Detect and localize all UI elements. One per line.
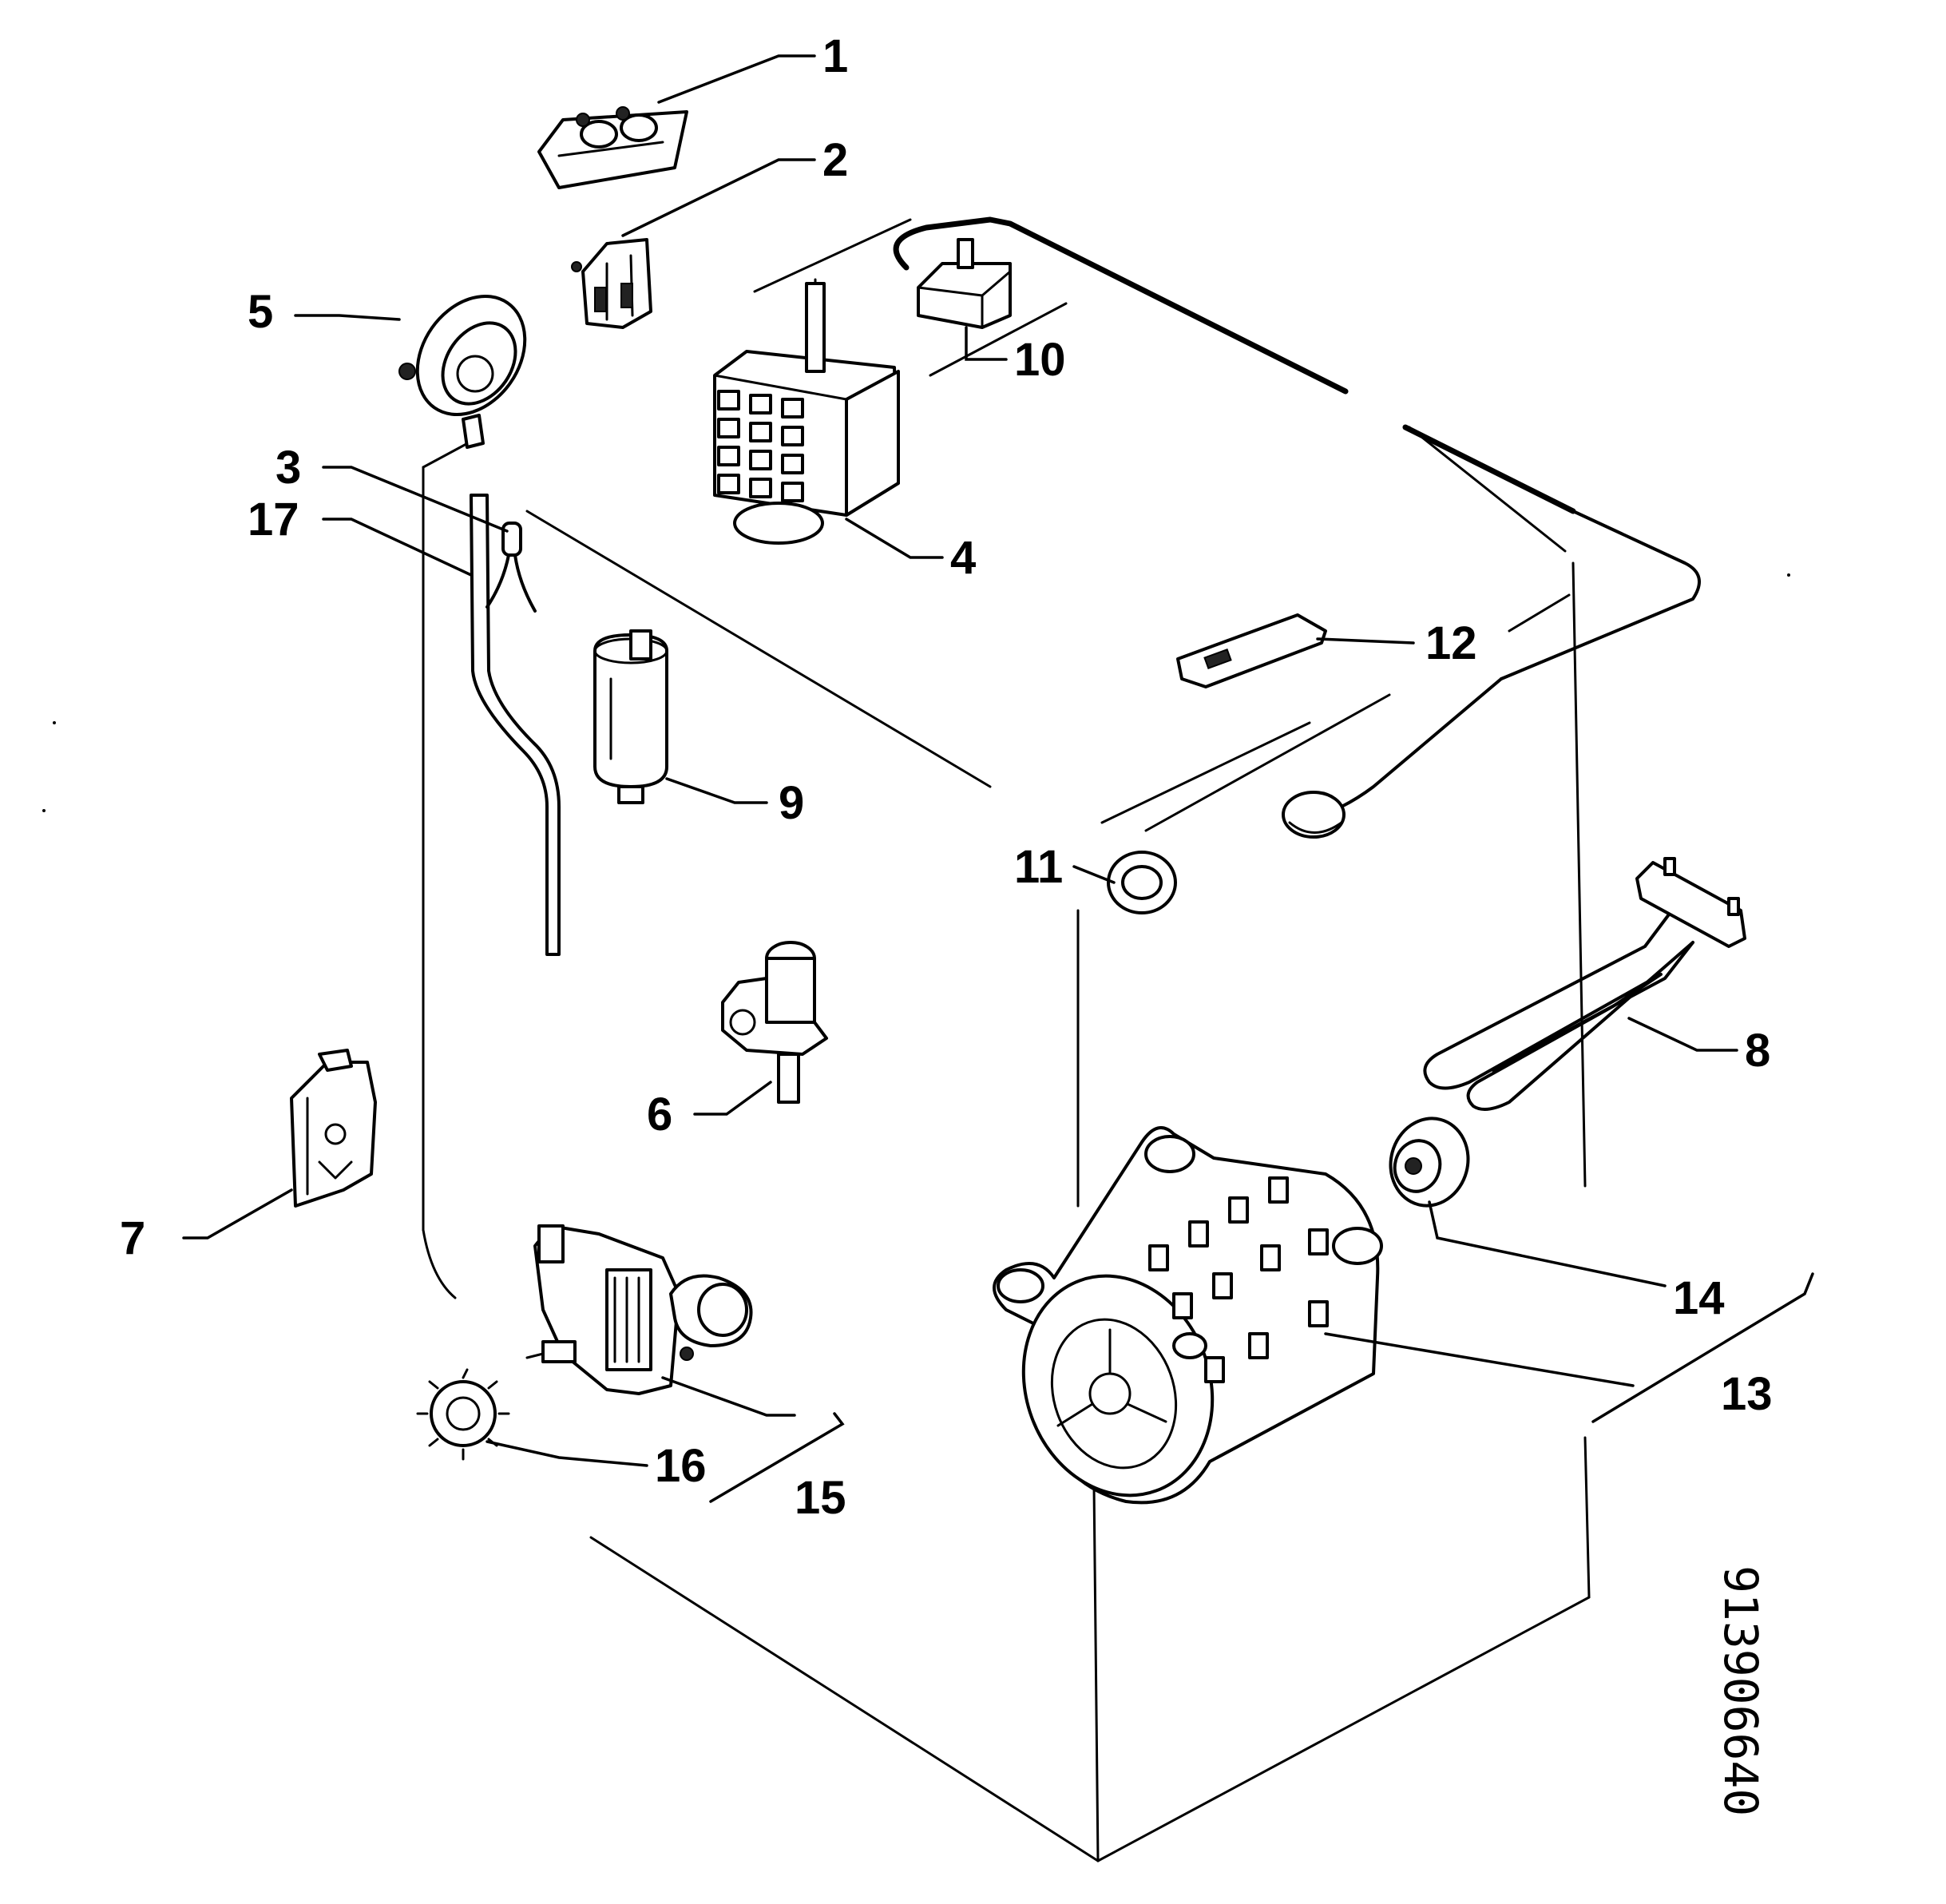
callout-16: 16: [655, 1440, 707, 1492]
callout-13: 13: [1721, 1368, 1773, 1420]
part-16-pump-impeller: [416, 1368, 510, 1461]
callout-1: 1: [822, 30, 848, 82]
part-17-pressure-hose: [470, 494, 561, 956]
callout-8: 8: [1745, 1025, 1770, 1077]
part-1-connector-block: [537, 106, 688, 189]
callout-6: 6: [647, 1089, 672, 1140]
callout-7: 7: [120, 1212, 145, 1264]
callout-15: 15: [795, 1472, 846, 1524]
indicator-lamp: [1282, 791, 1346, 839]
callout-labels: 1 2 3 4 5 6 7 8 9 10 11 12 13 14 15 16 1…: [120, 30, 1773, 1524]
part-3-sensor-wire: [486, 522, 537, 613]
callout-2: 2: [822, 134, 848, 186]
part-11-grommet: [1107, 851, 1177, 914]
part-4-programmer-timer: [713, 278, 900, 545]
leader-lines: [182, 54, 1814, 1503]
callout-4: 4: [950, 532, 976, 584]
part-7-door-catch: [290, 1049, 377, 1208]
part-6-inlet-valve: [721, 941, 828, 1104]
cabinet-outline: [422, 218, 1591, 1862]
callout-14: 14: [1673, 1272, 1725, 1324]
speck: [42, 809, 46, 812]
part-9-capacitor: [593, 629, 668, 804]
speck: [1787, 573, 1790, 577]
part-5-pressure-switch: [398, 294, 527, 449]
callout-10: 10: [1014, 334, 1066, 386]
part-8-heating-element: [1423, 857, 1746, 1111]
callout-9: 9: [779, 777, 804, 829]
part-14-motor-pulley: [1389, 1117, 1470, 1208]
reference-code: 913906640: [1714, 1565, 1768, 1816]
part-2-switch: [571, 238, 652, 329]
part-12-bracket: [1176, 613, 1327, 688]
callout-17: 17: [248, 494, 299, 545]
callout-12: 12: [1425, 617, 1477, 669]
part-10-thermostat: [917, 238, 1012, 329]
wire-harness: [893, 216, 1701, 808]
speck: [53, 721, 56, 724]
callout-3: 3: [275, 442, 301, 494]
part-15-drain-pump: [525, 1224, 753, 1395]
callout-5: 5: [248, 286, 273, 338]
callout-11: 11: [1014, 841, 1063, 893]
part-13-drive-motor: [993, 1126, 1383, 1505]
